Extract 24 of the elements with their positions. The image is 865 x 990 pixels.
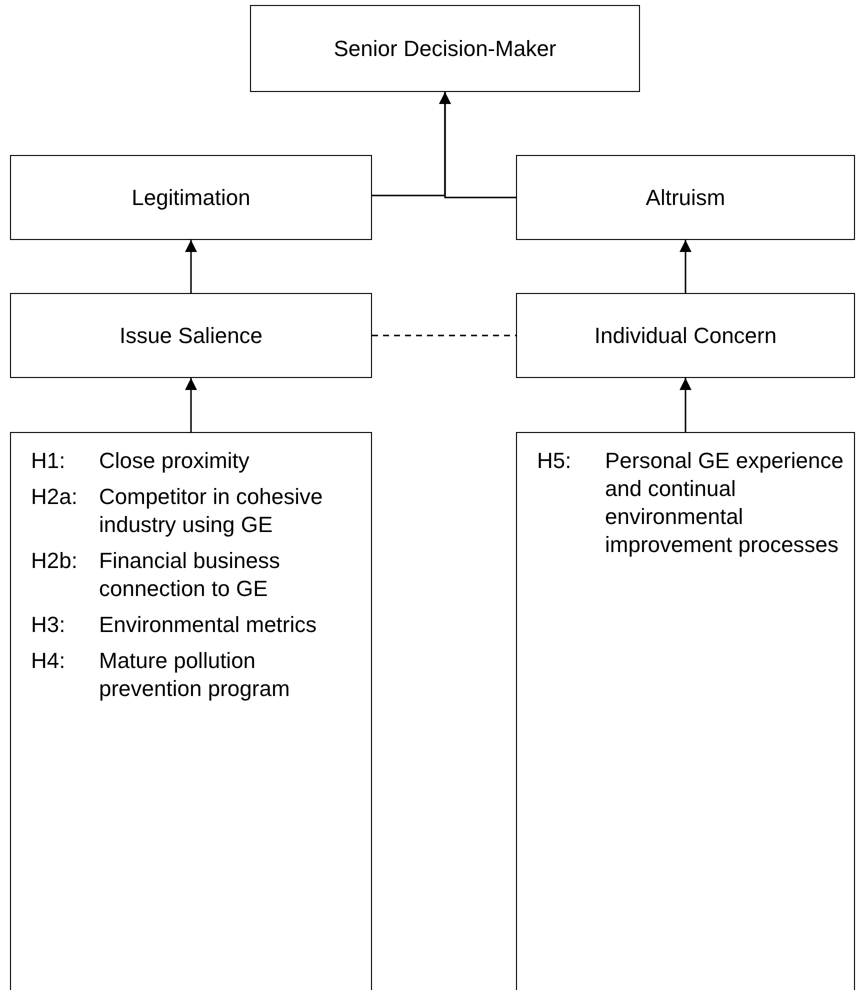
process-box xyxy=(250,5,640,92)
process-box xyxy=(10,432,372,990)
process-box xyxy=(516,432,855,990)
hypothesis-text: H5: Personal GE experience and continual environmental improvement processes xyxy=(537,447,844,559)
hypothesis-text: H4: Mature pollution prevention program xyxy=(31,647,291,703)
process-box xyxy=(516,293,855,378)
connector-line xyxy=(372,334,516,336)
arrow xyxy=(680,240,692,293)
node-label: Individual Concern xyxy=(594,322,777,348)
hypothesis-text: H1: Close proximity xyxy=(31,447,250,475)
node-label: Altruism xyxy=(646,184,726,210)
process-box xyxy=(516,155,855,240)
arrow xyxy=(185,240,197,293)
process-box xyxy=(10,293,372,378)
hypothesis-text: H3: Environmental metrics xyxy=(31,611,318,639)
arrow xyxy=(439,92,516,198)
node-label: Issue Salience xyxy=(119,322,263,348)
process-box xyxy=(10,155,372,240)
arrow xyxy=(185,378,197,432)
hypothesis-text: H2a: Competitor in cohesive industry using GE xyxy=(31,483,324,539)
node-label: Legitimation xyxy=(132,184,250,210)
hypothesis-text: H2b: Financial business connection to GE xyxy=(31,547,281,603)
node-label: Senior Decision-Maker xyxy=(334,36,556,62)
arrow xyxy=(680,378,692,432)
